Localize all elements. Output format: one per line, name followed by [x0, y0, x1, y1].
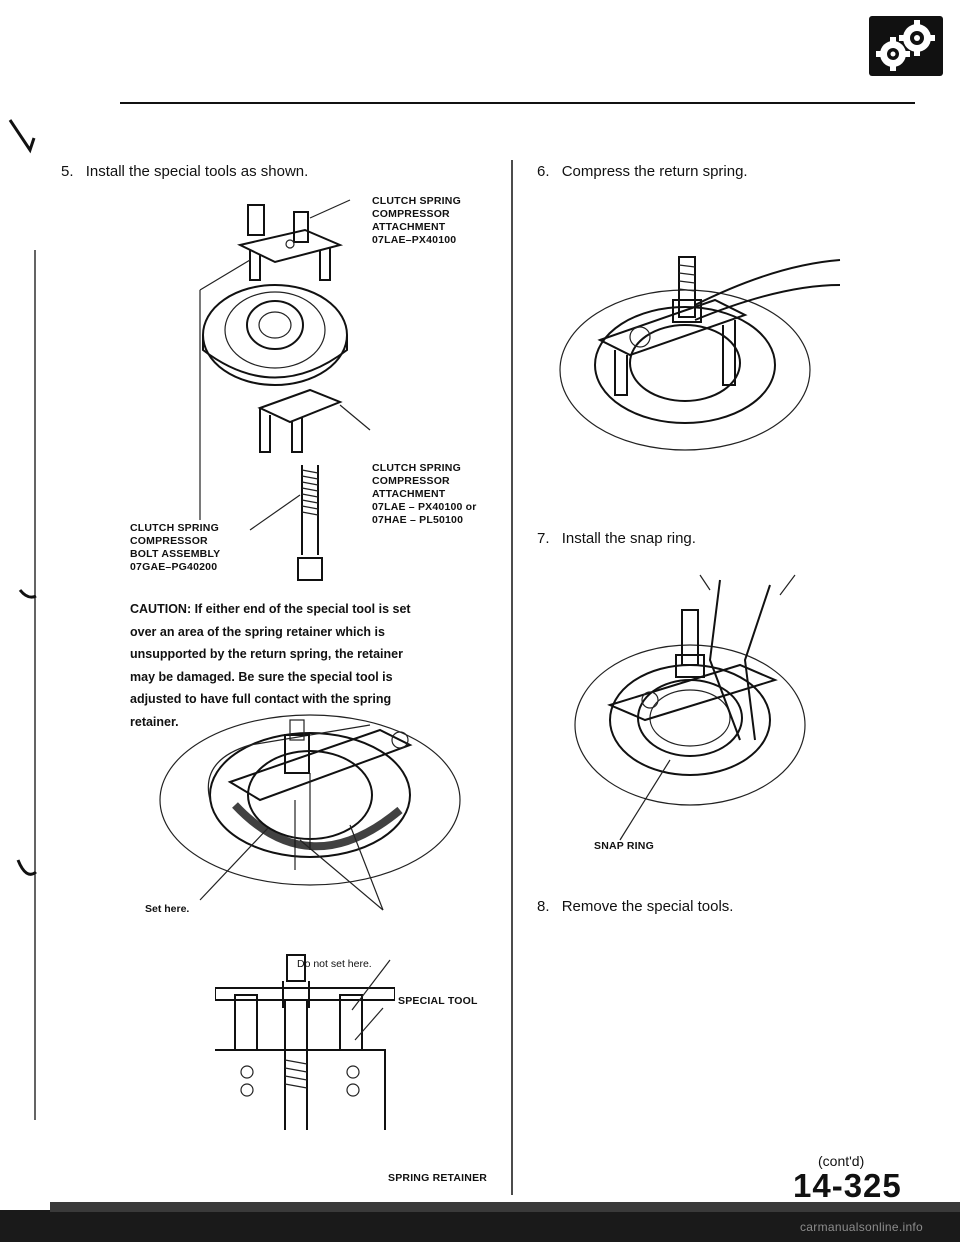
- step-5: 5. Install the special tools as shown.: [61, 163, 308, 180]
- step-8-text: Remove the special tools.: [561, 898, 734, 915]
- step-6-number: 6.: [537, 163, 550, 180]
- cross-section-illustration: [215, 950, 395, 1130]
- snap-ring-illustration: [570, 570, 820, 910]
- step-8: 8. Remove the special tools.: [537, 898, 733, 915]
- compressor-assembly-illustration: [190, 190, 380, 590]
- step-7-text: Install the snap ring.: [561, 530, 696, 547]
- step-5-number: 5.: [61, 163, 74, 180]
- step-5-text: Install the special tools as shown.: [85, 163, 309, 180]
- set-position-illustration: [140, 700, 480, 920]
- step-8-number: 8.: [537, 898, 550, 915]
- label-spring-retainer: SPRING RETAINER: [388, 1172, 488, 1184]
- page-number: 14-325: [793, 1167, 902, 1204]
- label-set-here: Set here.: [145, 903, 190, 915]
- label-attachment-mid: CLUTCH SPRING COMPRESSOR ATTACHMENT 07LA…: [372, 462, 477, 526]
- step-7: 7. Install the snap ring.: [537, 530, 696, 547]
- label-do-not-set-here: Do not set here.: [297, 958, 372, 970]
- compress-spring-illustration: [555, 245, 845, 455]
- continued-note: (cont'd): [818, 1153, 865, 1169]
- label-snap-ring: SNAP RING: [594, 840, 654, 852]
- step-6-text: Compress the return spring.: [561, 163, 748, 180]
- step-6: 6. Compress the return spring.: [537, 163, 748, 180]
- label-attachment-top: CLUTCH SPRING COMPRESSOR ATTACHMENT 07LA…: [372, 195, 461, 246]
- label-special-tool: SPECIAL TOOL: [398, 995, 478, 1007]
- label-bolt-assembly: CLUTCH SPRING COMPRESSOR BOLT ASSEMBLY 0…: [130, 522, 221, 573]
- caution-text: CAUTION: If either end of the special to…: [130, 602, 411, 729]
- watermark-text: carmanualsonline.info: [800, 1220, 924, 1234]
- step-7-number: 7.: [537, 530, 550, 547]
- gear-pair-icon: [869, 16, 943, 76]
